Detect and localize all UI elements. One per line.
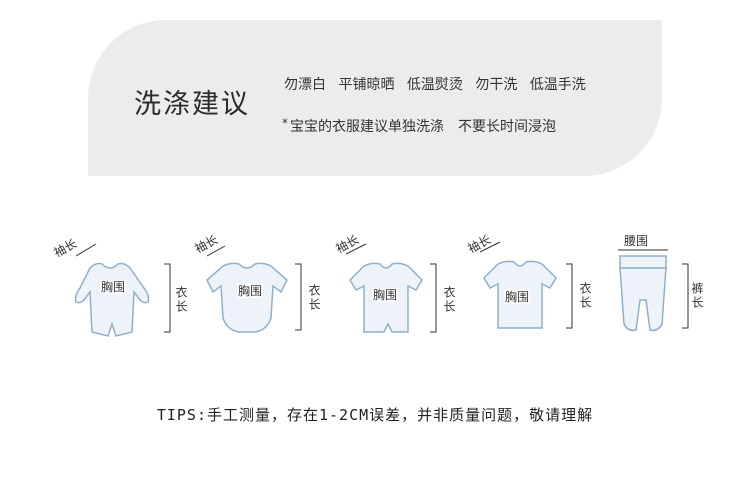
sleeve-measure-line <box>345 243 367 255</box>
sleeve-measure-line <box>479 241 501 253</box>
instruction-flat-dry: 平铺晾晒 <box>338 77 395 93</box>
sleeve-measure-line <box>75 243 97 257</box>
care-instructions: 勿漂白 平铺晾晒 低温熨烫 勿干洗 低温手洗 <box>284 74 594 94</box>
instruction-no-bleach: 勿漂白 <box>284 77 326 93</box>
length-label: 衣长 <box>307 284 321 312</box>
length-label: 衣长 <box>174 286 188 314</box>
length-measure-line <box>430 263 437 333</box>
garment-pants: 腰围 裤长 <box>600 220 740 350</box>
length-measure-line <box>164 263 171 333</box>
note-star: * <box>282 116 288 130</box>
instruction-low-iron: 低温熨烫 <box>406 77 463 93</box>
care-banner <box>88 20 662 176</box>
chest-label: 胸围 <box>237 284 264 298</box>
care-note: *宝宝的衣服建议单独洗涤 不要长时间浸泡 <box>282 116 556 136</box>
pants-length-label: 裤长 <box>690 282 704 310</box>
pants-waistband <box>619 255 667 269</box>
tips-text: TIPS:手工测量，存在1-2CM误差，并非质量问题，敬请理解 <box>156 406 594 424</box>
length-measure-line <box>566 263 573 329</box>
instruction-no-dry-clean: 勿干洗 <box>475 77 518 93</box>
chest-label: 胸围 <box>100 280 127 294</box>
note-text: 宝宝的衣服建议单独洗涤 不要长时间浸泡 <box>290 119 556 135</box>
length-measure-line <box>682 263 689 329</box>
length-label: 衣长 <box>442 286 456 314</box>
instruction-hand-wash: 低温手洗 <box>529 77 586 93</box>
chest-label: 胸围 <box>504 290 531 304</box>
romper-long-sleeve-illustration <box>74 243 171 337</box>
waist-label: 腰围 <box>624 234 649 248</box>
length-measure-line <box>295 263 302 331</box>
garment-top-short-sleeve: 袖长 胸围 衣长 <box>458 220 598 350</box>
garment-romper-short-sleeve: 袖长 胸围 衣长 <box>324 220 464 350</box>
pants-illustration <box>618 249 689 332</box>
care-title: 洗涤建议 <box>134 89 250 120</box>
length-label: 衣长 <box>578 282 592 310</box>
romper-shape <box>74 262 150 337</box>
garment-romper-long-sleeve: 袖长 胸围 衣长 <box>46 220 188 350</box>
pants-legs <box>619 267 667 332</box>
sleeve-measure-line <box>206 245 226 257</box>
chest-label: 胸围 <box>372 288 399 302</box>
garment-bodysuit: 袖长 胸围 衣长 <box>185 220 325 350</box>
